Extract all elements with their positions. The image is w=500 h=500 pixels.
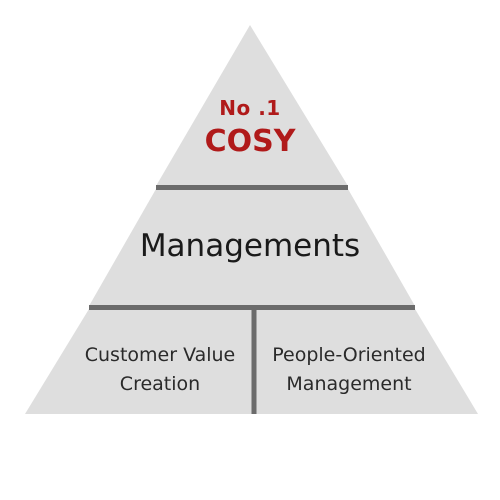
- bottom-left-label: Customer Value Creation: [84, 344, 236, 395]
- middle-tier-label: Managements: [139, 228, 361, 264]
- rank-label: No .1: [219, 96, 281, 120]
- bottom-right-label: People-Oriented Management: [272, 344, 426, 395]
- pyramid-middle-tier: [89, 189, 415, 306]
- brand-label: COSY: [204, 124, 296, 159]
- pyramid-top-tier: [156, 25, 348, 186]
